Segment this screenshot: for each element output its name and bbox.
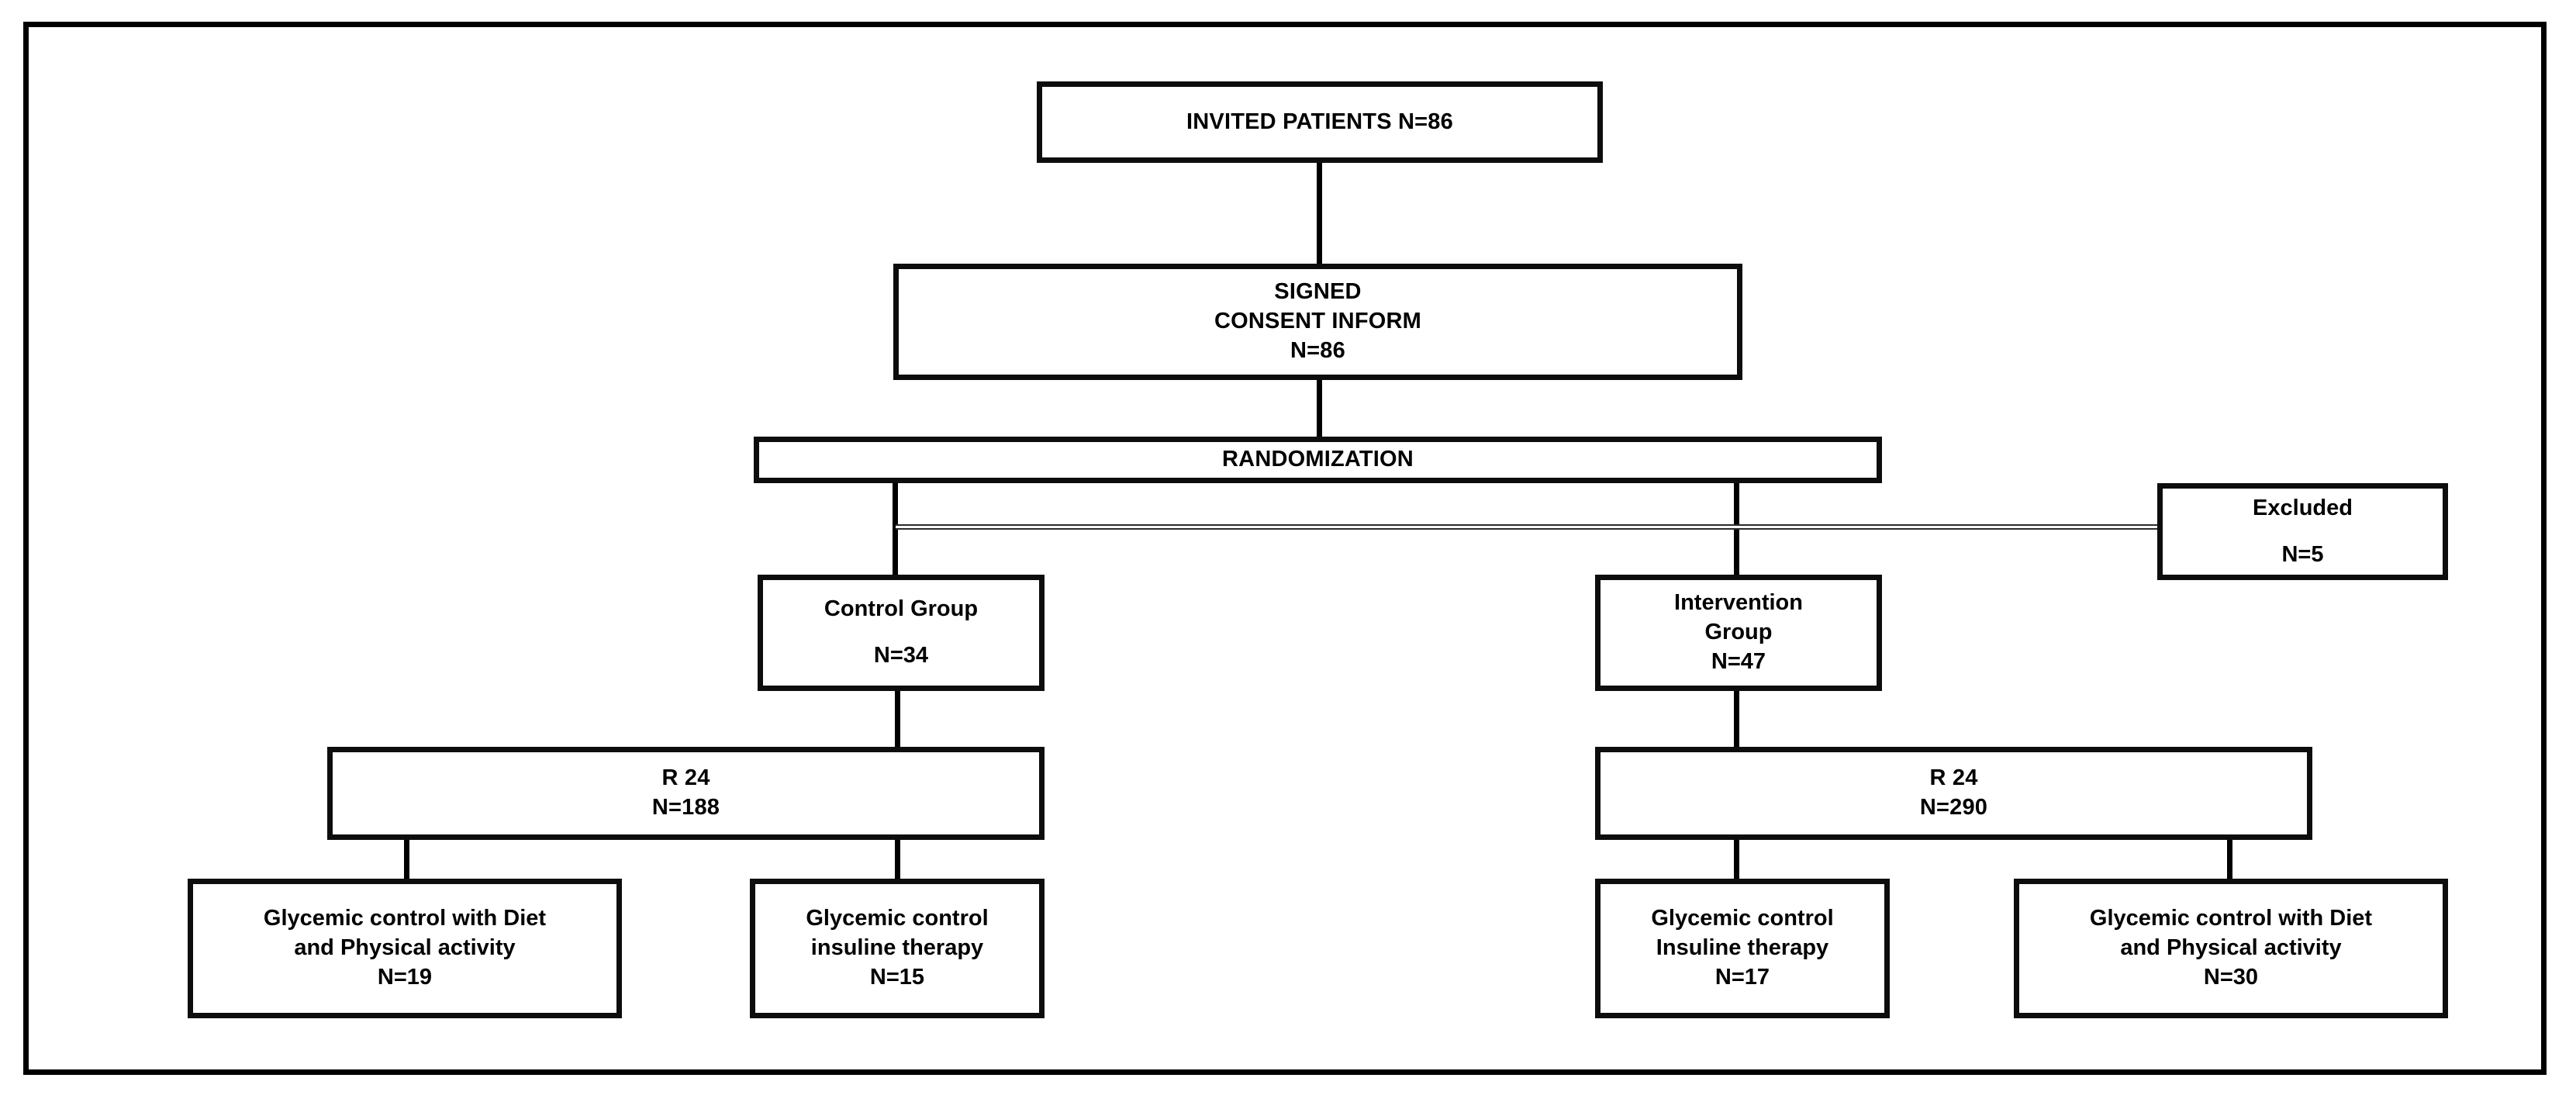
node-control-group: Control Group N=34 xyxy=(758,575,1045,691)
node-r24-intervention: R 24 N=290 xyxy=(1595,747,2312,840)
node-intervention-diet-line2: and Physical activity xyxy=(2120,935,2342,961)
node-control-diet-activity: Glycemic control with Diet and Physical … xyxy=(188,879,622,1018)
node-control-diet-count: N=19 xyxy=(377,964,433,990)
node-randomization-label: RANDOMIZATION xyxy=(1222,447,1414,472)
node-control-group-count: N=34 xyxy=(873,643,929,668)
node-intervention-insuline-line2: Insuline therapy xyxy=(1656,935,1829,961)
node-intervention-insuline-count: N=17 xyxy=(1714,964,1770,990)
node-signed-consent-inform: SIGNED CONSENT INFORM N=86 xyxy=(893,264,1742,380)
connector-r24-right-to-diet xyxy=(2227,838,2232,881)
node-control-diet-line1: Glycemic control with Diet xyxy=(263,906,547,931)
connector-intervention-group-to-r24 xyxy=(1734,689,1739,749)
node-r24-control-label: R 24 xyxy=(661,765,710,791)
node-control-insuline-line1: Glycemic control xyxy=(806,906,989,931)
node-excluded-count: N=5 xyxy=(2281,541,2324,567)
node-intervention-diet-line1: Glycemic control with Diet xyxy=(2089,906,2373,931)
node-excluded-label: Excluded xyxy=(2253,495,2353,520)
connector-r24-right-to-insuline xyxy=(1734,838,1739,881)
node-invited-patients: INVITED PATIENTS N=86 xyxy=(1037,81,1603,163)
node-intervention-group: Intervention Group N=47 xyxy=(1595,575,1882,691)
node-control-insuline-line2: insuline therapy xyxy=(810,935,984,961)
node-control-insuline-therapy: Glycemic control insuline therapy N=15 xyxy=(750,879,1045,1018)
connector-randomization-to-excluded xyxy=(896,524,2160,530)
node-control-group-label: Control Group xyxy=(824,596,979,622)
node-intervention-diet-activity: Glycemic control with Diet and Physical … xyxy=(2014,879,2448,1018)
node-control-diet-line2: and Physical activity xyxy=(294,935,516,961)
node-intervention-group-count: N=47 xyxy=(1711,648,1766,674)
connector-invited-to-consent xyxy=(1317,161,1322,266)
connector-r24-left-to-diet xyxy=(404,838,409,881)
node-intervention-diet-count: N=30 xyxy=(2203,964,2259,990)
node-randomization: RANDOMIZATION xyxy=(754,437,1882,483)
connector-randomization-to-control-group xyxy=(893,481,898,577)
node-intervention-insuline-line1: Glycemic control xyxy=(1651,906,1834,931)
connector-r24-left-to-insuline xyxy=(895,838,900,881)
node-signed-consent-line2: CONSENT INFORM xyxy=(1214,309,1421,334)
node-r24-intervention-label: R 24 xyxy=(1929,765,1978,791)
node-excluded: Excluded N=5 xyxy=(2157,483,2448,580)
diagram-outer-frame: INVITED PATIENTS N=86 SIGNED CONSENT INF… xyxy=(23,22,2547,1075)
connector-consent-to-randomization xyxy=(1317,378,1322,439)
node-intervention-insuline-therapy: Glycemic control Insuline therapy N=17 xyxy=(1595,879,1890,1018)
connector-control-group-to-r24 xyxy=(895,689,900,749)
node-signed-consent-line1: SIGNED xyxy=(1274,279,1362,305)
node-r24-intervention-count: N=290 xyxy=(1919,795,1988,820)
node-signed-consent-count: N=86 xyxy=(1290,337,1345,363)
node-r24-control-count: N=188 xyxy=(651,795,720,820)
node-control-insuline-count: N=15 xyxy=(869,964,925,990)
node-intervention-group-line1: Intervention xyxy=(1674,590,1803,616)
node-r24-control: R 24 N=188 xyxy=(327,747,1045,840)
node-intervention-group-line2: Group xyxy=(1704,620,1773,645)
node-invited-patients-text: INVITED PATIENTS N=86 xyxy=(1186,109,1453,134)
